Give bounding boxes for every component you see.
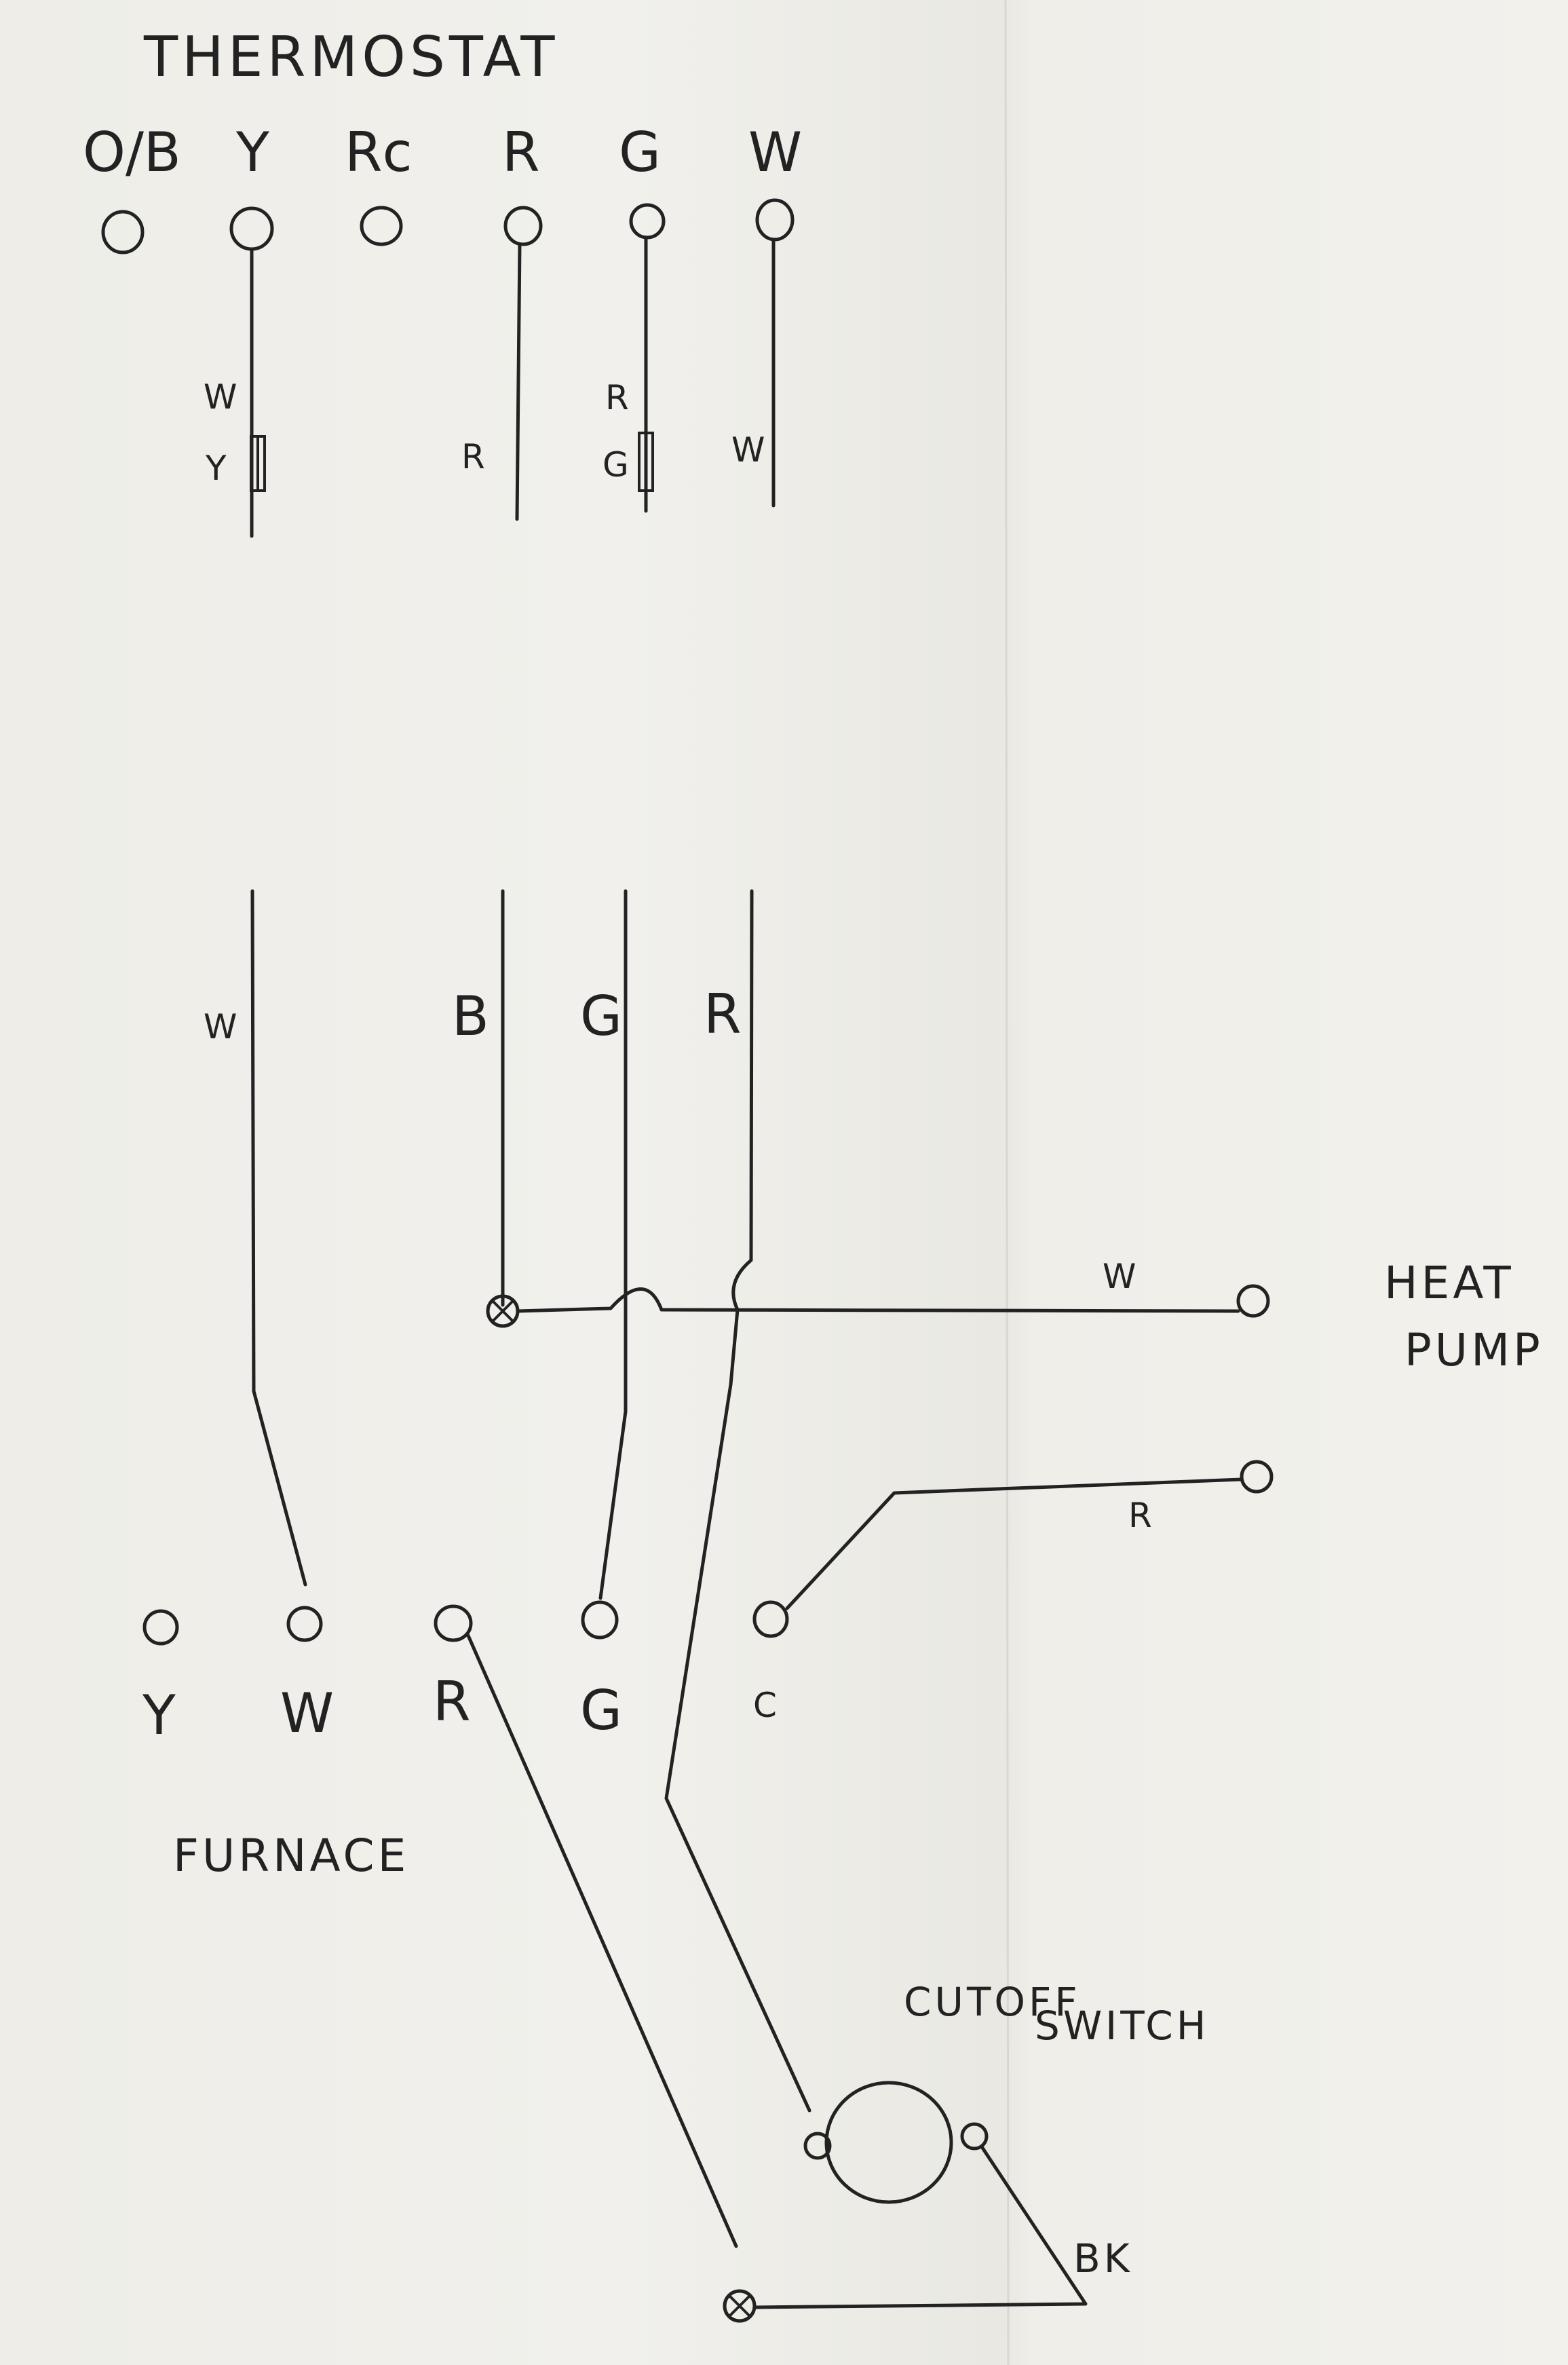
thermostat-terminal-y bbox=[229, 206, 274, 251]
thermostat-terminal-label-r: R bbox=[502, 121, 540, 184]
cutoff-wire-label-bk: BK bbox=[1073, 2235, 1133, 2282]
cutoff-switch-terminal-right bbox=[960, 2122, 989, 2151]
heatpump-wire-r bbox=[785, 1477, 1244, 1610]
wire-label-g-splice: G bbox=[603, 445, 629, 485]
heatpump-label-pump: PUMP bbox=[1404, 1324, 1544, 1376]
furnace-terminal-r bbox=[434, 1604, 473, 1642]
thermostat-terminal-r bbox=[503, 206, 543, 246]
cutoff-switch-terminal-left bbox=[803, 2132, 832, 2160]
furnace-terminal-g bbox=[581, 1600, 619, 1640]
cutoff-wire-bk bbox=[752, 2146, 1088, 2309]
cable-label-w: W bbox=[204, 1007, 237, 1046]
wire-nut-x2 bbox=[492, 1300, 514, 1322]
thermostat-terminal-label-rc: Rc bbox=[345, 121, 413, 184]
furnace-terminal-label-c: C bbox=[753, 1686, 777, 1725]
furnace-terminal-w bbox=[286, 1606, 323, 1642]
thermostat-terminal-ob bbox=[101, 210, 145, 254]
wire-nut-bottom-x2 bbox=[729, 2295, 750, 2317]
cutoff-label-line1: CUTOFF bbox=[904, 1979, 1081, 2025]
thermostat-terminal-label-g: G bbox=[619, 121, 661, 184]
wire-label-y-upper: Y bbox=[205, 449, 227, 488]
furnace-terminal-c bbox=[752, 1600, 789, 1638]
heatpump-wire-w bbox=[516, 1287, 1240, 1313]
furnace-terminal-y bbox=[142, 1609, 179, 1646]
furnace-terminal-label-g: G bbox=[580, 1679, 622, 1742]
cable-wire-g bbox=[598, 889, 628, 1600]
thermostat-wire-r bbox=[515, 242, 522, 521]
wire-nut-splice-bottom bbox=[723, 2289, 757, 2323]
heatpump-wire-label-r: R bbox=[1128, 1496, 1152, 1535]
cable-label-b: B bbox=[452, 985, 489, 1048]
heatpump-terminal-r bbox=[1240, 1460, 1274, 1494]
furnace-terminal-label-r: R bbox=[433, 1670, 471, 1733]
thermostat-terminal-w bbox=[755, 198, 795, 242]
furnace-wire-r bbox=[466, 1633, 738, 2248]
furnace-terminal-label-y: Y bbox=[142, 1684, 176, 1747]
thermostat-terminal-label-y: Y bbox=[235, 121, 270, 184]
thermostat-terminal-label-ob: O/B bbox=[83, 121, 181, 184]
thermostat-terminal-label-w: W bbox=[748, 121, 802, 184]
heatpump-wire-label-w: W bbox=[1103, 1257, 1136, 1296]
furnace-label: FURNACE bbox=[173, 1830, 409, 1882]
cutoff-label-line2: SWITCH bbox=[1035, 2003, 1209, 2049]
paper-fold-line bbox=[1004, 0, 1010, 2365]
heatpump-terminal-w bbox=[1236, 1284, 1270, 1318]
thermostat-terminal-g bbox=[629, 203, 666, 240]
cable-label-r: R bbox=[704, 983, 742, 1046]
cable-label-g: G bbox=[580, 985, 622, 1048]
cable-wire-w bbox=[250, 889, 307, 1587]
wire-label-w-right: W bbox=[731, 430, 765, 470]
furnace-terminal-label-w: W bbox=[280, 1682, 334, 1745]
cable-wire-r bbox=[664, 889, 811, 2113]
wire-label-w-upper: W bbox=[204, 377, 237, 417]
thermostat-terminal-rc bbox=[360, 206, 403, 246]
thermostat-title: THERMOSTAT bbox=[143, 25, 558, 90]
wire-label-r-splice: R bbox=[605, 378, 629, 417]
wire-label-r-upper: R bbox=[461, 437, 485, 476]
cutoff-switch-body bbox=[824, 2081, 953, 2204]
heatpump-label-heat: HEAT bbox=[1384, 1257, 1514, 1309]
